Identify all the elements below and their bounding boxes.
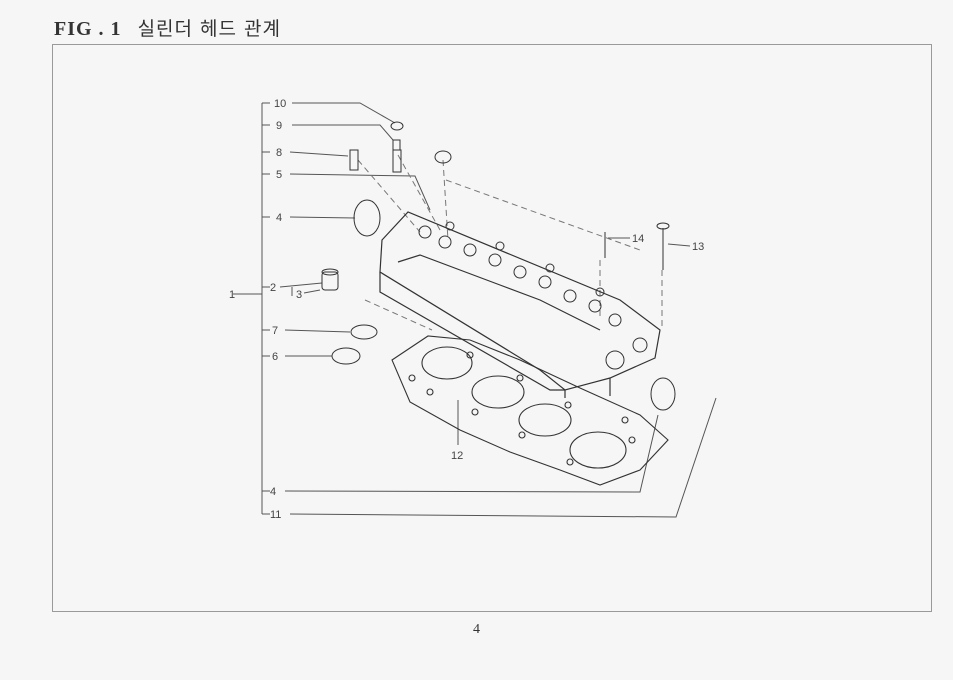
diagram-frame bbox=[52, 44, 932, 612]
callout-5: 5 bbox=[276, 169, 282, 181]
page-number: 4 bbox=[473, 622, 480, 637]
callout-13: 13 bbox=[692, 241, 704, 253]
callout-14: 14 bbox=[632, 233, 644, 245]
callout-3: 3 bbox=[296, 289, 302, 301]
callout-9: 9 bbox=[276, 120, 282, 132]
callout-10: 10 bbox=[274, 98, 286, 110]
callout-4-top: 4 bbox=[276, 212, 282, 224]
figure-label: FIG . 1 bbox=[54, 18, 122, 40]
callout-2: 2 bbox=[270, 282, 276, 294]
callout-12: 12 bbox=[451, 450, 463, 462]
callout-7: 7 bbox=[272, 325, 278, 337]
figure-title: FIG . 1 실린더 헤드 관계 bbox=[54, 14, 281, 41]
figure-caption: 실린더 헤드 관계 bbox=[137, 18, 282, 40]
callout-1: 1 bbox=[229, 289, 235, 301]
callout-8: 8 bbox=[276, 147, 282, 159]
callout-11: 11 bbox=[270, 509, 281, 521]
callout-6: 6 bbox=[272, 351, 278, 363]
callout-4-bottom: 4 bbox=[270, 486, 276, 498]
